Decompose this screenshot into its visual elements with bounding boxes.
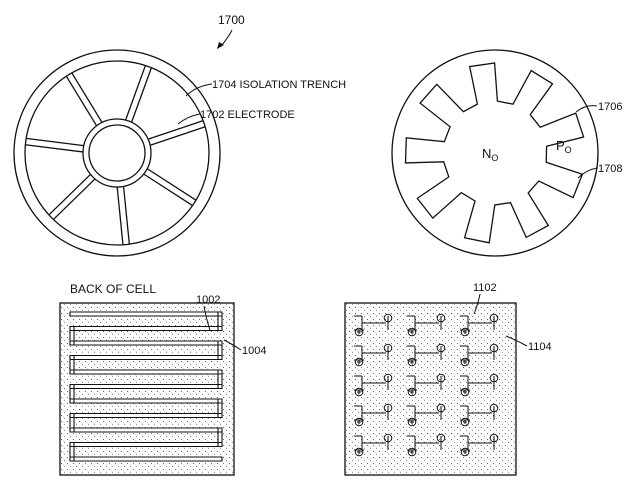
isolation-trench-spoke [116, 187, 124, 245]
electrode-label: 1702 ELECTRODE [200, 109, 295, 121]
contact-cell [354, 403, 393, 427]
ref-1104-leader [505, 335, 528, 347]
isolation-trench-spoke [150, 126, 206, 146]
contact-cell [407, 403, 446, 427]
contact-cell [407, 313, 446, 337]
ref-1104-label: 1104 [528, 341, 552, 353]
ref-1708-label: 1708 [598, 163, 622, 175]
interdigitated-back-contact [59, 302, 235, 476]
isolation-trench-spoke [71, 72, 103, 123]
isolation-trench-spoke [65, 75, 98, 126]
ref-1706-label: 1706 [598, 101, 622, 113]
p-region-subscript: O [565, 145, 572, 155]
isolation-trench-spoke [48, 173, 91, 216]
arrowhead [217, 42, 224, 49]
n-region-letter: N [482, 146, 491, 161]
isolation-trench-spoke [52, 178, 96, 220]
electrode-leader [177, 113, 201, 125]
back-of-cell-label: BACK OF CELL [70, 282, 156, 296]
n-region-label: NO [482, 146, 498, 163]
isolation-trench-spoke [148, 120, 204, 140]
ref-1002-label: 1002 [196, 294, 220, 306]
isolation-trench-spoke [131, 67, 153, 123]
ref-1706-leader [575, 105, 598, 113]
p-region-label: PO [556, 138, 572, 155]
contact-cell [354, 313, 393, 337]
isolation-trench-spoke [146, 168, 197, 201]
contact-cell [460, 433, 499, 457]
contact-cell [354, 433, 393, 457]
contact-cell [460, 313, 499, 337]
n-region-subscript: O [491, 153, 498, 163]
isolation-trench-label: 1704 ISOLATION TRENCH [212, 79, 346, 91]
contact-cell [407, 373, 446, 397]
ref-1102-label: 1102 [473, 282, 497, 294]
star-np-diagram [391, 49, 599, 257]
ref-1002-leader [203, 305, 211, 331]
ref-1102-leader [473, 293, 481, 315]
ref-1004-leader [223, 339, 242, 351]
ref-1004-label: 1004 [242, 345, 266, 357]
contact-cell [354, 373, 393, 397]
contact-cell [407, 343, 446, 367]
p-region-letter: P [556, 138, 565, 153]
contact-cell [407, 433, 446, 457]
wheel-electrode-diagram [13, 49, 221, 257]
isolation-trench-leader [185, 83, 213, 97]
contact-cell [460, 373, 499, 397]
contact-array [344, 302, 517, 476]
contact-cell [460, 403, 499, 427]
contact-cell [460, 343, 499, 367]
isolation-trench-spoke [143, 173, 193, 207]
figure-number-arrow [220, 29, 233, 47]
isolation-trench-spoke [26, 137, 84, 147]
isolation-trench-spoke [25, 144, 83, 153]
isolation-trench-spoke [125, 65, 147, 121]
isolation-trench-spoke [122, 186, 130, 245]
contact-cell [354, 343, 393, 367]
ref-1708-leader [577, 167, 598, 179]
figure-number: 1700 [218, 13, 245, 27]
